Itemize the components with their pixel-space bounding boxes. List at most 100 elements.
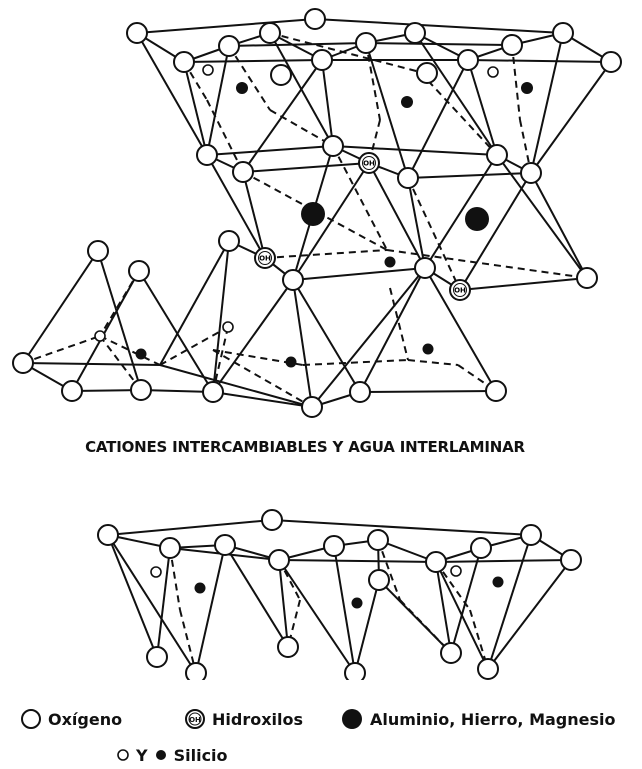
small-white-circle-icon: [116, 748, 130, 762]
oxygen-atom-icon: [368, 530, 388, 550]
bond: [334, 546, 355, 673]
silicon-atom-white-icon: [203, 65, 213, 75]
legend-conjunction: Y: [136, 746, 148, 765]
oxygen-atom-icon: [502, 35, 522, 55]
legend-metal: Aluminio, Hierro, Magnesio: [340, 706, 616, 732]
oxygen-atom-icon: [174, 52, 194, 72]
bond: [408, 60, 468, 178]
large-black-circle-icon: [340, 707, 364, 731]
oxygen-atom-icon: [324, 536, 344, 556]
bond: [23, 363, 160, 365]
silicon-atom-white-icon: [223, 322, 233, 332]
hidden-bond: [408, 360, 458, 365]
oxygen-atom-icon: [260, 23, 280, 43]
oxygen-atom-icon: [486, 381, 506, 401]
bond: [355, 580, 379, 673]
oxygen-atom-icon: [553, 23, 573, 43]
oxygen-atom-icon: [487, 145, 507, 165]
hidden-bond: [512, 45, 520, 120]
oxygen-atom-icon: [269, 550, 289, 570]
bond: [360, 268, 425, 392]
oxygen-atom-icon: [521, 525, 541, 545]
bond: [157, 548, 170, 657]
bond: [293, 280, 312, 407]
metal-atom-icon: [236, 82, 248, 94]
oxygen-atom-icon: [283, 270, 303, 290]
silicon-atom-black-icon: [286, 357, 297, 368]
oxygen-atom-icon: [426, 552, 446, 572]
oxygen-atom-icon: [577, 268, 597, 288]
hydroxyl-symbol: OH: [454, 287, 466, 295]
oxygen-atom-icon: [197, 145, 217, 165]
oxygen-atom-icon: [458, 50, 478, 70]
legend-row-1: Oxígeno OH Hidroxilos Aluminio, Hierro, …: [0, 706, 642, 732]
legend-row-2: Y Silicio: [0, 742, 642, 768]
bond: [207, 146, 333, 155]
bond: [272, 520, 531, 535]
bond: [229, 43, 366, 46]
silicon-atom-white-icon: [451, 566, 461, 576]
bond: [360, 391, 496, 392]
oxygen-atom-icon: [312, 50, 332, 70]
atoms: OH OH OH: [13, 9, 621, 680]
hidden-bond: [23, 336, 100, 363]
bond: [460, 173, 531, 290]
oxygen-atom-icon: [323, 136, 343, 156]
oxygen-atom-icon: [369, 570, 389, 590]
interlayer-caption: CATIONES INTERCAMBIABLES Y AGUA INTERLAM…: [0, 438, 610, 456]
oxygen-atom-icon: [478, 659, 498, 679]
large-white-circle-icon: [20, 708, 42, 730]
legend-metal-label: Aluminio, Hierro, Magnesio: [370, 710, 616, 729]
bond: [243, 163, 369, 172]
oxygen-atom-icon: [219, 36, 239, 56]
bond: [531, 173, 587, 278]
oxygen-atom-icon: [271, 65, 291, 85]
legend-silicon: Y Silicio: [116, 742, 228, 768]
oxygen-atom-icon: [219, 231, 239, 251]
hidden-bond: [303, 360, 408, 365]
bond: [333, 146, 497, 155]
oxygen-atom-icon: [129, 261, 149, 281]
hydroxyl-symbol: OH: [363, 160, 375, 168]
bond: [488, 560, 571, 669]
clay-mineral-structure-diagram: OH OH OH: [0, 0, 642, 680]
bond: [366, 43, 512, 45]
bond: [488, 535, 531, 669]
oxygen-atom-icon: [405, 23, 425, 43]
oxygen-atom-icon: [262, 510, 282, 530]
legend-oxygen: Oxígeno: [20, 706, 122, 732]
metal-atom-icon: [301, 202, 325, 226]
oxygen-atom-icon: [441, 643, 461, 663]
oxygen-atom-icon: [160, 538, 180, 558]
hidden-bond: [420, 72, 497, 155]
oxygen-atom-icon: [215, 535, 235, 555]
oh-symbol: OH: [189, 716, 201, 724]
silicon-atom-white-icon: [95, 331, 105, 341]
oxygen-atom-icon: [350, 382, 370, 402]
bond: [279, 560, 436, 562]
oxygen-atom-icon: [13, 353, 33, 373]
silicon-atom-black-icon: [195, 583, 206, 594]
oxygen-atom-icon: [302, 397, 322, 417]
oxygen-atom-icon: [186, 663, 206, 680]
bond: [108, 535, 157, 657]
metal-atom-icon: [401, 96, 413, 108]
bond: [184, 60, 322, 62]
oxygen-atom-icon: [471, 538, 491, 558]
bond: [184, 62, 207, 155]
oh-circle-icon: OH: [184, 708, 206, 730]
bond: [23, 251, 98, 363]
oxygen-atom-icon: [415, 258, 435, 278]
hydroxyl-symbol: OH: [259, 255, 271, 263]
silicon-atom-black-icon: [493, 577, 504, 588]
oxygen-atom-icon: [305, 9, 325, 29]
bond: [137, 19, 315, 33]
oxygen-atom-icon: [98, 525, 118, 545]
bonds: [23, 19, 611, 673]
small-black-circle-icon: [154, 748, 168, 762]
oxygen-atom-icon: [131, 380, 151, 400]
bond: [160, 365, 312, 407]
silicon-atom-white-icon: [151, 567, 161, 577]
silicon-atom-black-icon: [136, 349, 147, 360]
bond: [72, 271, 139, 391]
